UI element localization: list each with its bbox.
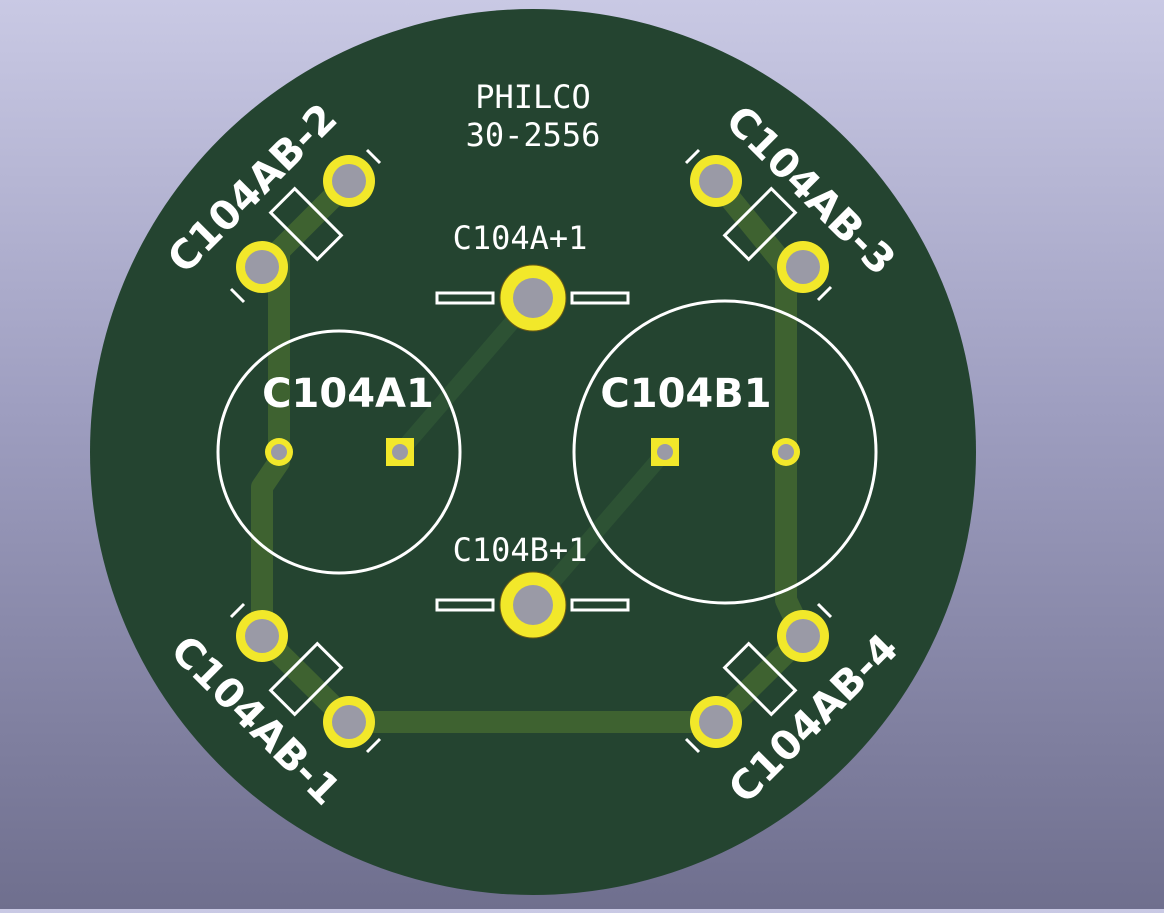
c104b-plus-bar-left — [435, 598, 495, 612]
c104ab4-tick-b — [816, 602, 833, 619]
pad-c104a-plus — [499, 264, 567, 332]
pad-c104ab4-2 — [690, 696, 742, 748]
label-c104b1: C104B1 — [600, 371, 771, 417]
c104ab1-tick-b — [365, 737, 382, 754]
c104ab4-body — [722, 641, 798, 717]
c104ab3-tick-b — [816, 285, 833, 302]
pad-c104b1-square — [651, 438, 679, 466]
trace-faint-b — [525, 444, 673, 613]
silkscreen — [216, 148, 878, 754]
pad-c104b1-round — [772, 438, 800, 466]
c104ab1-tick-a — [229, 602, 246, 619]
board-title-line1: PHILCO — [475, 78, 591, 116]
c104a-plus-bar-left — [435, 291, 495, 305]
c104ab2-tick-a — [365, 148, 382, 165]
c104ab3-body — [722, 186, 798, 262]
label-c104a1: C104A1 — [262, 371, 434, 417]
label-c104a-plus: C104A+1 — [453, 219, 588, 257]
pad-c104ab4-1 — [777, 610, 829, 662]
c104a-plus-bar-right — [570, 291, 630, 305]
trace-faint-a — [392, 290, 541, 460]
board-title-line2: 30-2556 — [466, 116, 601, 154]
pad-c104ab3-1 — [690, 155, 742, 207]
c104a1-outline — [216, 329, 462, 575]
pad-c104ab2-2 — [236, 241, 288, 293]
pad-c104a1-round — [265, 438, 293, 466]
c104ab2-tick-b — [229, 287, 246, 304]
c104ab3-tick-a — [684, 148, 701, 165]
c104ab4-tick-a — [684, 737, 701, 754]
c104b-plus-bar-right — [570, 598, 630, 612]
pad-c104ab1-1 — [236, 610, 288, 662]
pads — [236, 155, 829, 748]
c104b1-outline — [572, 299, 878, 605]
label-c104b-plus: C104B+1 — [453, 531, 588, 569]
faint-traces — [392, 290, 673, 613]
pad-c104ab2-1 — [323, 155, 375, 207]
c104ab2-body — [268, 186, 344, 262]
pad-c104ab3-2 — [777, 241, 829, 293]
c104ab1-body — [268, 641, 344, 717]
pad-c104b-plus — [499, 571, 567, 639]
pad-c104ab1-2 — [323, 696, 375, 748]
pad-c104a1-square — [386, 438, 414, 466]
